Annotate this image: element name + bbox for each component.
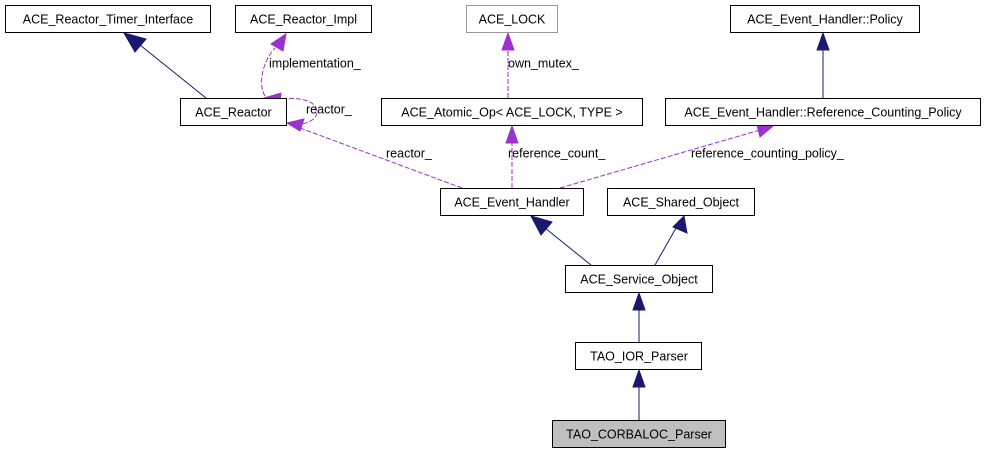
node-label-ace-reactor: ACE_Reactor bbox=[195, 105, 271, 119]
edge-label-reference-counting-policy: reference_counting_policy_ bbox=[691, 146, 845, 160]
edge-label-group: implementation_ own_mutex_ reactor_ reac… bbox=[269, 56, 845, 160]
edge-event-handler-uses-atomic-op bbox=[505, 124, 519, 188]
edge-label-implementation: implementation_ bbox=[269, 56, 362, 70]
node-ace-reactor-timer-interface[interactable]: ACE_Reactor_Timer_Interface bbox=[5, 5, 211, 33]
edge-corbaloc-parser-inherits-ior-parser bbox=[632, 368, 646, 420]
node-label-ace-event-handler-reference-counting-policy: ACE_Event_Handler::Reference_Counting_Po… bbox=[684, 105, 962, 119]
edge-service-object-inherits-event-handler bbox=[530, 215, 592, 266]
edge-service-object-inherits-shared-object bbox=[654, 214, 688, 266]
edge-label-reactor: reactor_ bbox=[386, 146, 433, 160]
node-ace-event-handler-policy[interactable]: ACE_Event_Handler::Policy bbox=[730, 5, 920, 33]
node-ace-reactor[interactable]: ACE_Reactor bbox=[180, 98, 287, 126]
node-label-ace-atomic-op: ACE_Atomic_Op< ACE_LOCK, TYPE > bbox=[401, 105, 622, 119]
node-ace-lock[interactable]: ACE_LOCK bbox=[466, 5, 558, 33]
edge-atomic-op-uses-ace-lock bbox=[501, 31, 515, 98]
node-tao-ior-parser[interactable]: TAO_IOR_Parser bbox=[575, 342, 702, 370]
node-label-tao-ior-parser: TAO_IOR_Parser bbox=[590, 349, 688, 363]
node-ace-atomic-op[interactable]: ACE_Atomic_Op< ACE_LOCK, TYPE > bbox=[381, 98, 643, 126]
node-ace-service-object[interactable]: ACE_Service_Object bbox=[565, 265, 713, 293]
edge-label-reactor-self: reactor_ bbox=[306, 102, 353, 116]
node-label-ace-event-handler: ACE_Event_Handler bbox=[454, 195, 569, 209]
node-tao-corbaloc-parser[interactable]: TAO_CORBALOC_Parser bbox=[552, 420, 726, 448]
edge-ior-parser-inherits-service-object bbox=[632, 291, 646, 342]
node-ace-event-handler[interactable]: ACE_Event_Handler bbox=[440, 188, 584, 216]
edge-rcpolicy-inherits-policy bbox=[816, 31, 830, 98]
node-label-ace-event-handler-policy: ACE_Event_Handler::Policy bbox=[747, 12, 903, 26]
node-ace-reactor-impl[interactable]: ACE_Reactor_Impl bbox=[235, 5, 372, 33]
node-group: ACE_Reactor_Timer_Interface ACE_Reactor_… bbox=[5, 5, 981, 448]
edge-group-inheritance bbox=[122, 31, 830, 420]
edge-label-own-mutex: own_mutex_ bbox=[508, 56, 580, 70]
edge-event-handler-uses-reactor bbox=[285, 118, 463, 189]
edge-reactor-uses-reactor-impl bbox=[261, 32, 287, 97]
node-label-ace-service-object: ACE_Service_Object bbox=[580, 272, 698, 286]
node-label-ace-shared-object: ACE_Shared_Object bbox=[623, 195, 740, 209]
node-label-ace-lock: ACE_LOCK bbox=[479, 12, 546, 26]
edge-label-reference-count: reference_count_ bbox=[508, 146, 606, 160]
node-ace-event-handler-reference-counting-policy[interactable]: ACE_Event_Handler::Reference_Counting_Po… bbox=[665, 98, 981, 126]
node-ace-shared-object[interactable]: ACE_Shared_Object bbox=[607, 188, 755, 216]
node-label-ace-reactor-timer-interface: ACE_Reactor_Timer_Interface bbox=[23, 12, 193, 26]
node-label-tao-corbaloc-parser: TAO_CORBALOC_Parser bbox=[566, 427, 712, 441]
edge-reactor-inherits-timer-interface bbox=[122, 32, 207, 99]
node-label-ace-reactor-impl: ACE_Reactor_Impl bbox=[250, 12, 357, 26]
edge-group-usage bbox=[261, 31, 775, 189]
